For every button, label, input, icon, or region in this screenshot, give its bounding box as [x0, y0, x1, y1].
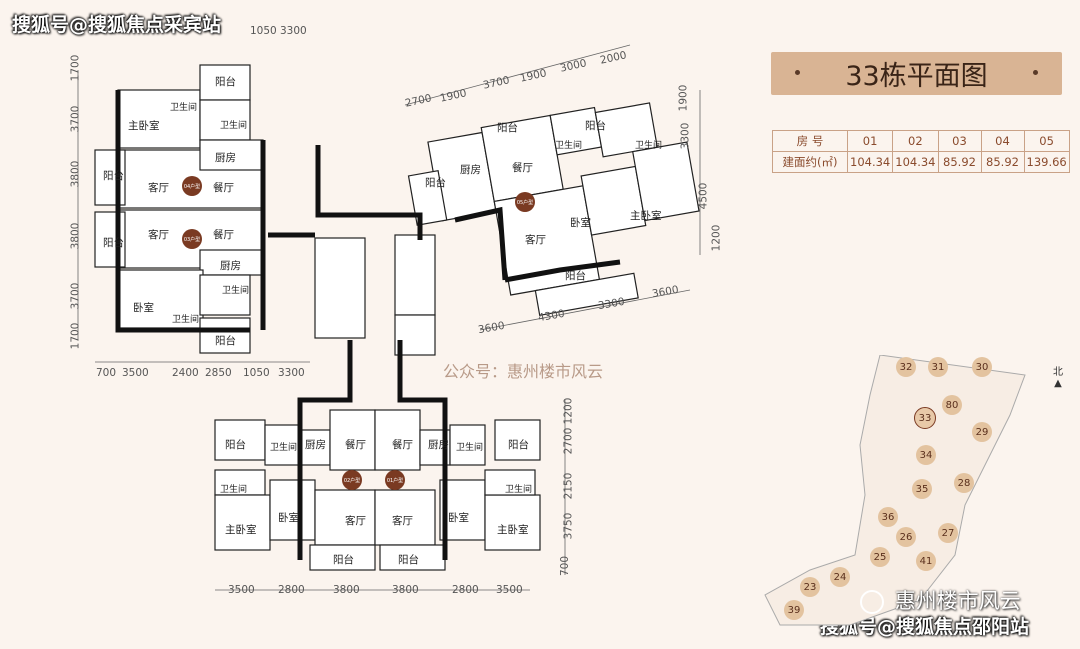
north-label: 北 — [1053, 367, 1063, 378]
unit-cell: 02 — [892, 130, 939, 152]
brand-watermark: 惠州楼市风云 — [860, 585, 1021, 615]
area-cell: 104.34 — [846, 151, 894, 173]
building-badge: 32 — [896, 357, 916, 377]
page-title: 33栋平面图 — [771, 52, 1062, 95]
building-badge: 23 — [800, 577, 820, 597]
building-badge: 25 — [870, 547, 890, 567]
area-cell: 104.34 — [892, 151, 939, 173]
row-label-cell: 建面约(㎡) — [772, 151, 848, 173]
north-arrow-icon: 北▲ — [1053, 367, 1063, 389]
unit-cell: 03 — [937, 130, 982, 152]
area-cell: 85.92 — [937, 151, 982, 173]
title-text: 33栋平面图 — [845, 61, 988, 92]
building-badge: 41 — [916, 551, 936, 571]
watermark-top-left: 搜狐号@搜狐焦点采宾站 — [12, 14, 222, 36]
watermark-bottom-right: 搜狐号@搜狐焦点邵阳站 — [820, 616, 1030, 638]
building-badge: 36 — [878, 507, 898, 527]
building-badge: 29 — [972, 422, 992, 442]
building-badge: 31 — [928, 357, 948, 377]
table-row: 房 号 01 02 03 04 05 — [772, 130, 1070, 152]
building-badge: 26 — [896, 527, 916, 547]
table-row: 建面约(㎡) 104.34 104.34 85.92 85.92 139.66 — [772, 151, 1070, 173]
unit-cell: 05 — [1023, 130, 1070, 152]
building-badge: 35 — [912, 479, 932, 499]
area-cell: 139.66 — [1023, 151, 1070, 173]
building-badge: 33 — [914, 407, 936, 429]
building-badge: 80 — [942, 395, 962, 415]
wechat-icon — [860, 590, 884, 614]
building-badge: 28 — [954, 473, 974, 493]
building-badge: 39 — [784, 600, 804, 620]
unit-cell: 04 — [980, 130, 1025, 152]
building-badge: 24 — [830, 567, 850, 587]
building-badge: 27 — [938, 523, 958, 543]
building-badge: 30 — [972, 357, 992, 377]
public-account-label: 公众号：惠州楼市风云 — [443, 362, 604, 381]
building-badge: 34 — [916, 445, 936, 465]
area-cell: 85.92 — [980, 151, 1025, 173]
brand-text: 惠州楼市风云 — [894, 589, 1021, 613]
header-cell: 房 号 — [772, 130, 848, 152]
area-table: 房 号 01 02 03 04 05 建面约(㎡) 104.34 104.34 … — [772, 130, 1070, 173]
site-plan: 32 31 30 80 33 29 34 35 28 36 27 26 25 41 24 23 39 北▲ — [760, 354, 1063, 649]
unit-cell: 01 — [846, 130, 894, 152]
